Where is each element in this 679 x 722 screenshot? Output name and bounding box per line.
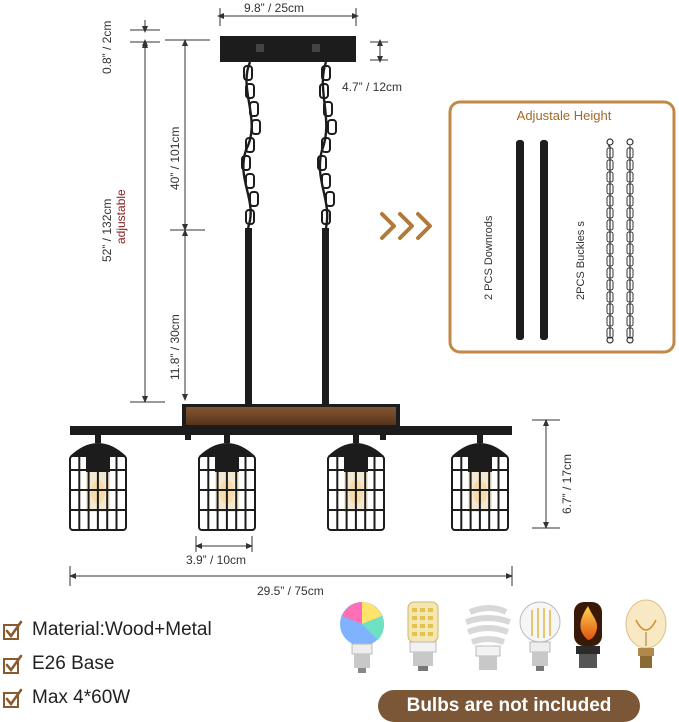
arrow-icon [380, 212, 432, 240]
panel-title: Adjustale Height [516, 108, 612, 123]
adjustable-height-panel [448, 100, 676, 354]
cage-shade [198, 435, 256, 531]
bulbs-not-included-banner: Bulbs are not included [378, 690, 640, 722]
adjustable-label: adjustable [114, 189, 128, 244]
filament-bulb-icon [519, 601, 561, 671]
checkbox-icon [3, 620, 23, 640]
depth-label: 4.7” / 12cm [342, 80, 403, 94]
feature-item: E26 Base [0, 650, 114, 678]
total-length-label: 29.5” / 75cm [257, 584, 324, 598]
cage-shade [327, 435, 385, 531]
feature-text: Material:Wood+Metal [32, 619, 212, 640]
ceiling-canopy [220, 36, 356, 62]
downrods-label: 2 PCS Downrods [483, 215, 495, 300]
hanging-chains [241, 61, 337, 229]
fixture-bar [70, 404, 512, 440]
cage-shades [69, 435, 509, 531]
feature-text: Max 4*60W [32, 687, 131, 708]
chain-length-label: 40” / 101cm [168, 126, 182, 190]
cage-shade [69, 435, 127, 531]
checkbox-icon [3, 654, 23, 674]
feature-text: E26 Base [32, 653, 115, 674]
canopy-height-label: 0.8” / 2cm [100, 20, 114, 74]
rgb-bulb-icon [340, 602, 384, 673]
edison-bulb-icon [625, 599, 667, 668]
cage-shade [451, 435, 509, 531]
feature-item: Material:Wood+Metal [0, 616, 212, 644]
width-label: 9.8” / 25cm [244, 1, 305, 15]
buckles-label: 2PCS Buckles s [575, 221, 587, 300]
checkbox-icon [3, 688, 23, 708]
flame-bulb-icon [574, 602, 602, 668]
corn-bulb-icon [407, 601, 439, 671]
overall-height-label: 52” / 132cm [100, 198, 114, 262]
shade-width-label: 3.9” / 10cm [186, 553, 247, 567]
downrods [245, 228, 329, 404]
spiral-bulb-icon [464, 605, 512, 670]
rod-length-label: 11.8” / 30cm [168, 314, 182, 380]
bulb-images [340, 599, 667, 673]
dimension-lines [69, 8, 560, 586]
feature-item: Max 4*60W [0, 684, 130, 712]
shade-height-label: 6.7” / 17cm [560, 453, 574, 514]
